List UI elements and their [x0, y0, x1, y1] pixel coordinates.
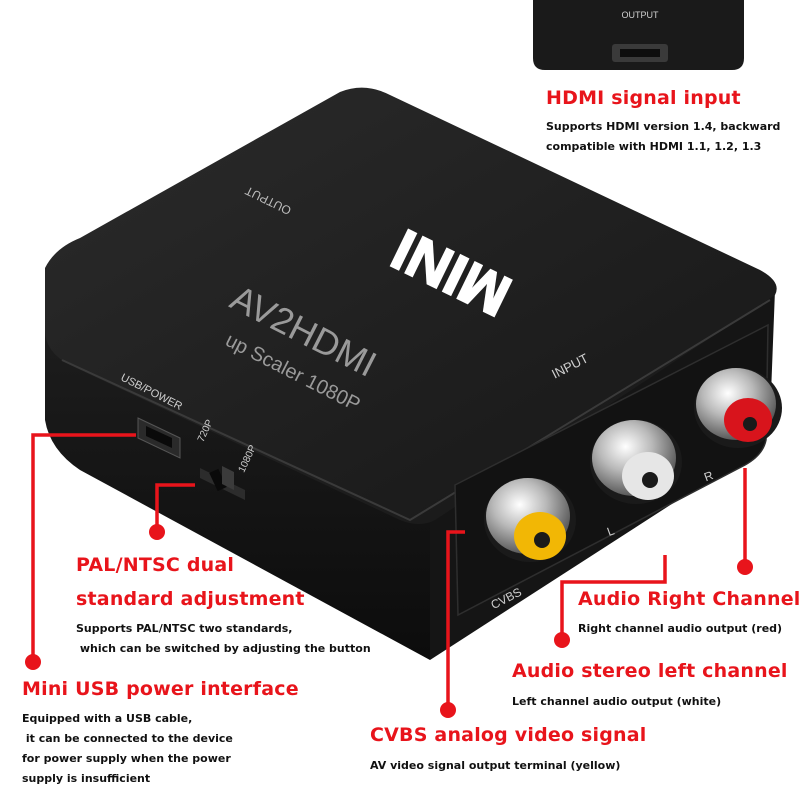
- hdmi-input-title: HDMI signal input: [546, 87, 741, 109]
- audio-left-title: Audio stereo left channel: [512, 660, 788, 682]
- port-l-text: L: [605, 523, 616, 539]
- audio-right-title: Audio Right Channel: [578, 588, 800, 610]
- hdmi-output-inset: OUTPUT: [533, 0, 744, 70]
- pal-ntsc-title-2: standard adjustment: [76, 588, 305, 610]
- rca-jack-yellow: [484, 478, 576, 562]
- cvbs-title: CVBS analog video signal: [370, 724, 647, 746]
- callout-lines: [25, 433, 753, 718]
- mini-usb-title: Mini USB power interface: [22, 678, 299, 700]
- pal-ntsc-title-1: PAL/NTSC dual: [76, 554, 235, 576]
- pal-ntsc-switch: [200, 466, 245, 500]
- audio-right-desc: Right channel audio output (red): [578, 622, 783, 635]
- rca-jack-red: [694, 368, 782, 448]
- mini-usb-desc: Equipped with a USB cable, it can be con…: [22, 712, 233, 785]
- cvbs-desc: AV video signal output terminal (yellow): [370, 759, 621, 772]
- mini-usb-port: [137, 417, 181, 459]
- converter-box: OUTPUT MINI AV2HDMI up Scaler 1080P INPU…: [45, 87, 782, 660]
- audio-left-desc: Left channel audio output (white): [512, 695, 722, 708]
- hdmi-input-desc: Supports HDMI version 1.4, backward comp…: [546, 120, 781, 153]
- inset-output-text: OUTPUT: [622, 10, 660, 20]
- pal-ntsc-desc: Supports PAL/NTSC two standards, which c…: [76, 622, 371, 655]
- rca-jack-white: [590, 420, 682, 504]
